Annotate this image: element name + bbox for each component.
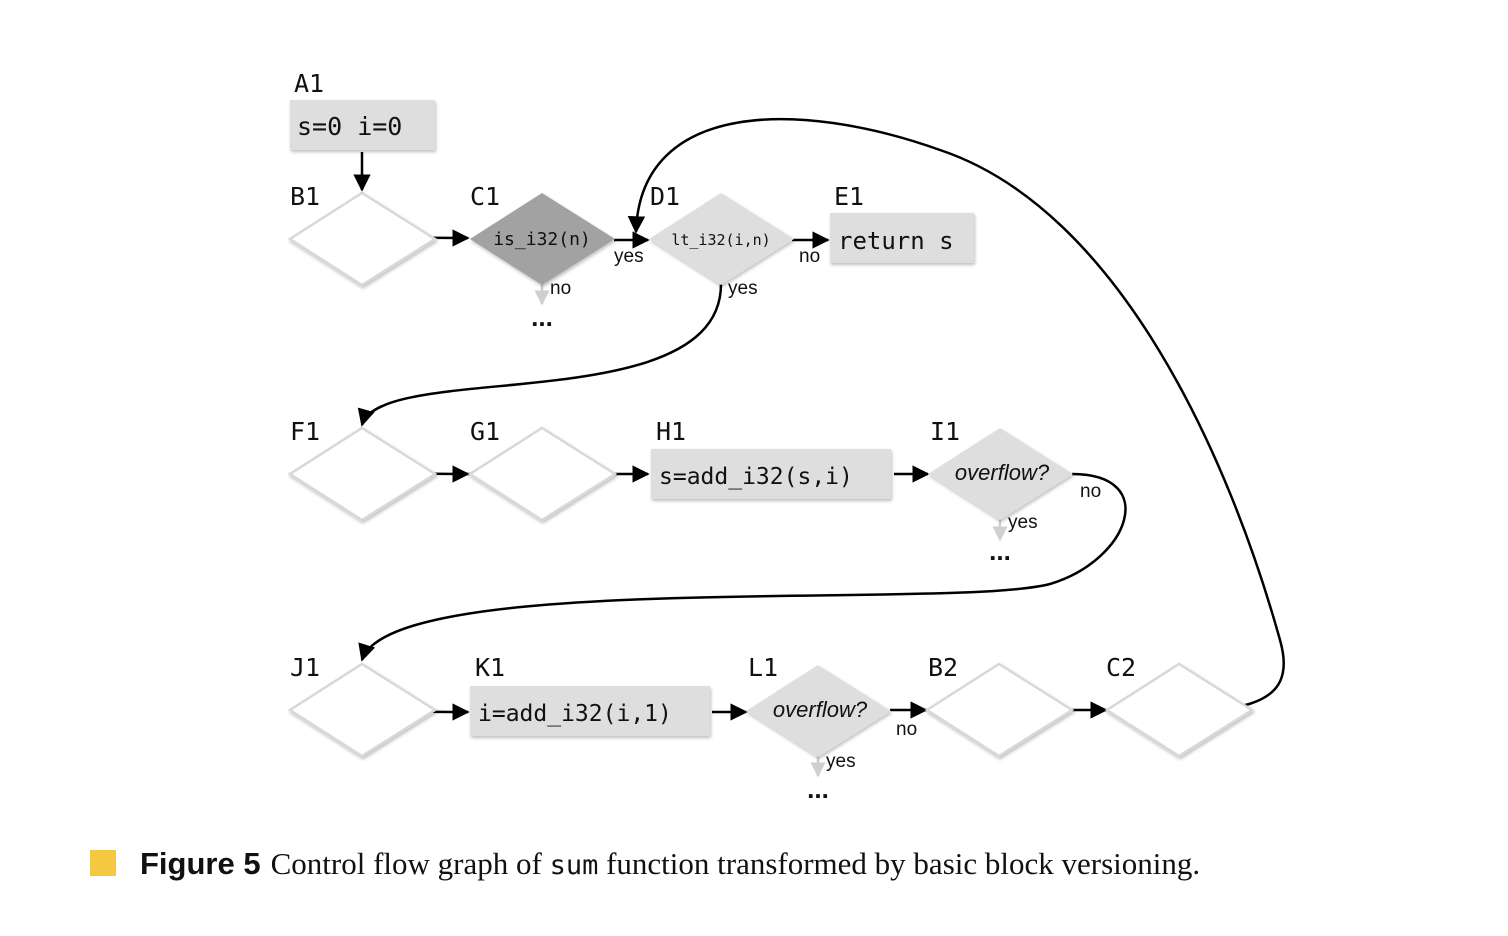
node-label-e1: E1 — [834, 182, 864, 211]
ellipsis-l1: ... — [807, 774, 829, 804]
edge-label-d1-no: no — [799, 246, 820, 267]
node-text-i1: overflow? — [955, 460, 1050, 485]
control-flow-graph: A1 s=0 i=0 B1 C1 is_i32(n) D1 lt_i32(i,n… — [287, 69, 1285, 804]
edge-i1-j1 — [358, 472, 1127, 662]
node-l1: L1 overflow? — [746, 653, 891, 757]
edge-label-l1-no: no — [896, 719, 917, 740]
node-f1: F1 — [287, 417, 438, 522]
node-label-h1: H1 — [656, 417, 686, 446]
edge-label-l1-yes: yes — [826, 751, 856, 772]
node-label-k1: K1 — [475, 653, 505, 682]
node-e1: E1 return s — [830, 182, 974, 263]
node-label-j1: J1 — [290, 653, 320, 682]
node-b1: B1 — [287, 182, 438, 287]
node-label-f1: F1 — [290, 417, 320, 446]
ellipsis-i1: ... — [989, 536, 1011, 566]
edges — [353, 117, 1285, 721]
caption-code: sum — [549, 850, 599, 881]
ellipsis-c1: ... — [531, 302, 553, 332]
caption-marker-icon — [90, 850, 116, 876]
node-k1: K1 i=add_i32(i,1) — [470, 653, 710, 736]
node-label-b2: B2 — [928, 653, 958, 682]
node-text-a1: s=0 i=0 — [297, 112, 402, 141]
edge-labels: yes no no yes no yes no yes — [550, 246, 1101, 772]
node-c2: C2 — [1104, 653, 1255, 758]
node-b2: B2 — [924, 653, 1075, 758]
node-c1: C1 is_i32(n) — [470, 182, 615, 285]
edge-label-i1-no: no — [1080, 481, 1101, 502]
node-label-l1: L1 — [748, 653, 778, 682]
edge-label-c1-yes: yes — [614, 246, 644, 267]
edge-d1-f1 — [357, 283, 723, 427]
node-label-c2: C2 — [1106, 653, 1136, 682]
node-text-d1: lt_i32(i,n) — [671, 231, 770, 249]
node-text-k1: i=add_i32(i,1) — [478, 701, 672, 727]
caption-text-after: function transformed by basic block vers… — [598, 846, 1201, 881]
node-label-i1: I1 — [930, 417, 960, 446]
node-text-h1: s=add_i32(s,i) — [659, 464, 853, 490]
figure-caption: Figure 5 Control flow graph of sum functi… — [90, 846, 1470, 882]
edge-c2-d1-loop — [627, 117, 1285, 714]
figure-number: Figure 5 — [140, 846, 261, 881]
node-g1: G1 — [467, 417, 618, 522]
node-label-b1: B1 — [290, 182, 320, 211]
node-text-e1: return s — [838, 227, 954, 255]
node-label-g1: G1 — [470, 417, 500, 446]
caption-text-before: Control flow graph of — [270, 846, 550, 881]
node-label-a1: A1 — [294, 69, 324, 98]
edge-label-d1-yes: yes — [728, 278, 758, 299]
ellipses: ... ... ... — [531, 302, 1011, 804]
node-text-c1: is_i32(n) — [493, 229, 591, 250]
node-j1: J1 — [287, 653, 438, 758]
edge-label-i1-yes: yes — [1008, 512, 1038, 533]
edge-label-c1-no: no — [550, 278, 571, 299]
node-a1: A1 s=0 i=0 — [290, 69, 435, 150]
node-label-d1: D1 — [650, 182, 680, 211]
node-d1: D1 lt_i32(i,n) — [649, 182, 794, 285]
node-i1: I1 overflow? — [928, 417, 1073, 520]
node-text-l1: overflow? — [773, 697, 868, 722]
node-label-c1: C1 — [470, 182, 500, 211]
node-h1: H1 s=add_i32(s,i) — [651, 417, 891, 499]
